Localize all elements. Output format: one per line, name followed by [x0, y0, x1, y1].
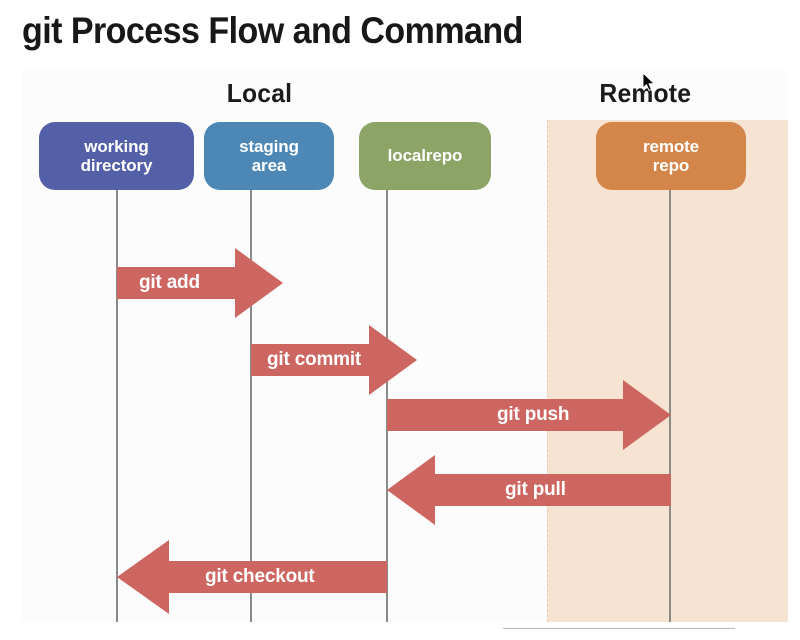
arrow-git-add[interactable]: git add [117, 248, 283, 318]
arrow-git-push[interactable]: git push [387, 380, 671, 450]
section-heading-local: Local [226, 78, 293, 108]
lifeline-remote-repo [669, 165, 671, 622]
lifeline-staging-area [250, 165, 252, 622]
lifeline-localrepo [386, 165, 388, 622]
bottom-hairline [503, 628, 735, 629]
mouse-cursor-icon [642, 71, 656, 92]
arrow-git-commit[interactable]: git commit [251, 325, 417, 395]
arrow-label-git-add: git add [139, 272, 200, 293]
remote-region-band [547, 120, 788, 622]
page-title: git Process Flow and Command [22, 10, 523, 51]
arrow-git-pull[interactable]: git pull [387, 455, 671, 525]
arrow-label-git-commit: git commit [267, 349, 362, 370]
arrow-label-git-push: git push [497, 404, 570, 425]
arrow-git-checkout[interactable]: git checkout [117, 540, 387, 614]
arrow-label-git-checkout: git checkout [205, 566, 315, 587]
node-localrepo[interactable]: localrepo [359, 122, 491, 190]
lifeline-working-directory [116, 165, 118, 622]
arrow-label-git-pull: git pull [505, 479, 566, 500]
